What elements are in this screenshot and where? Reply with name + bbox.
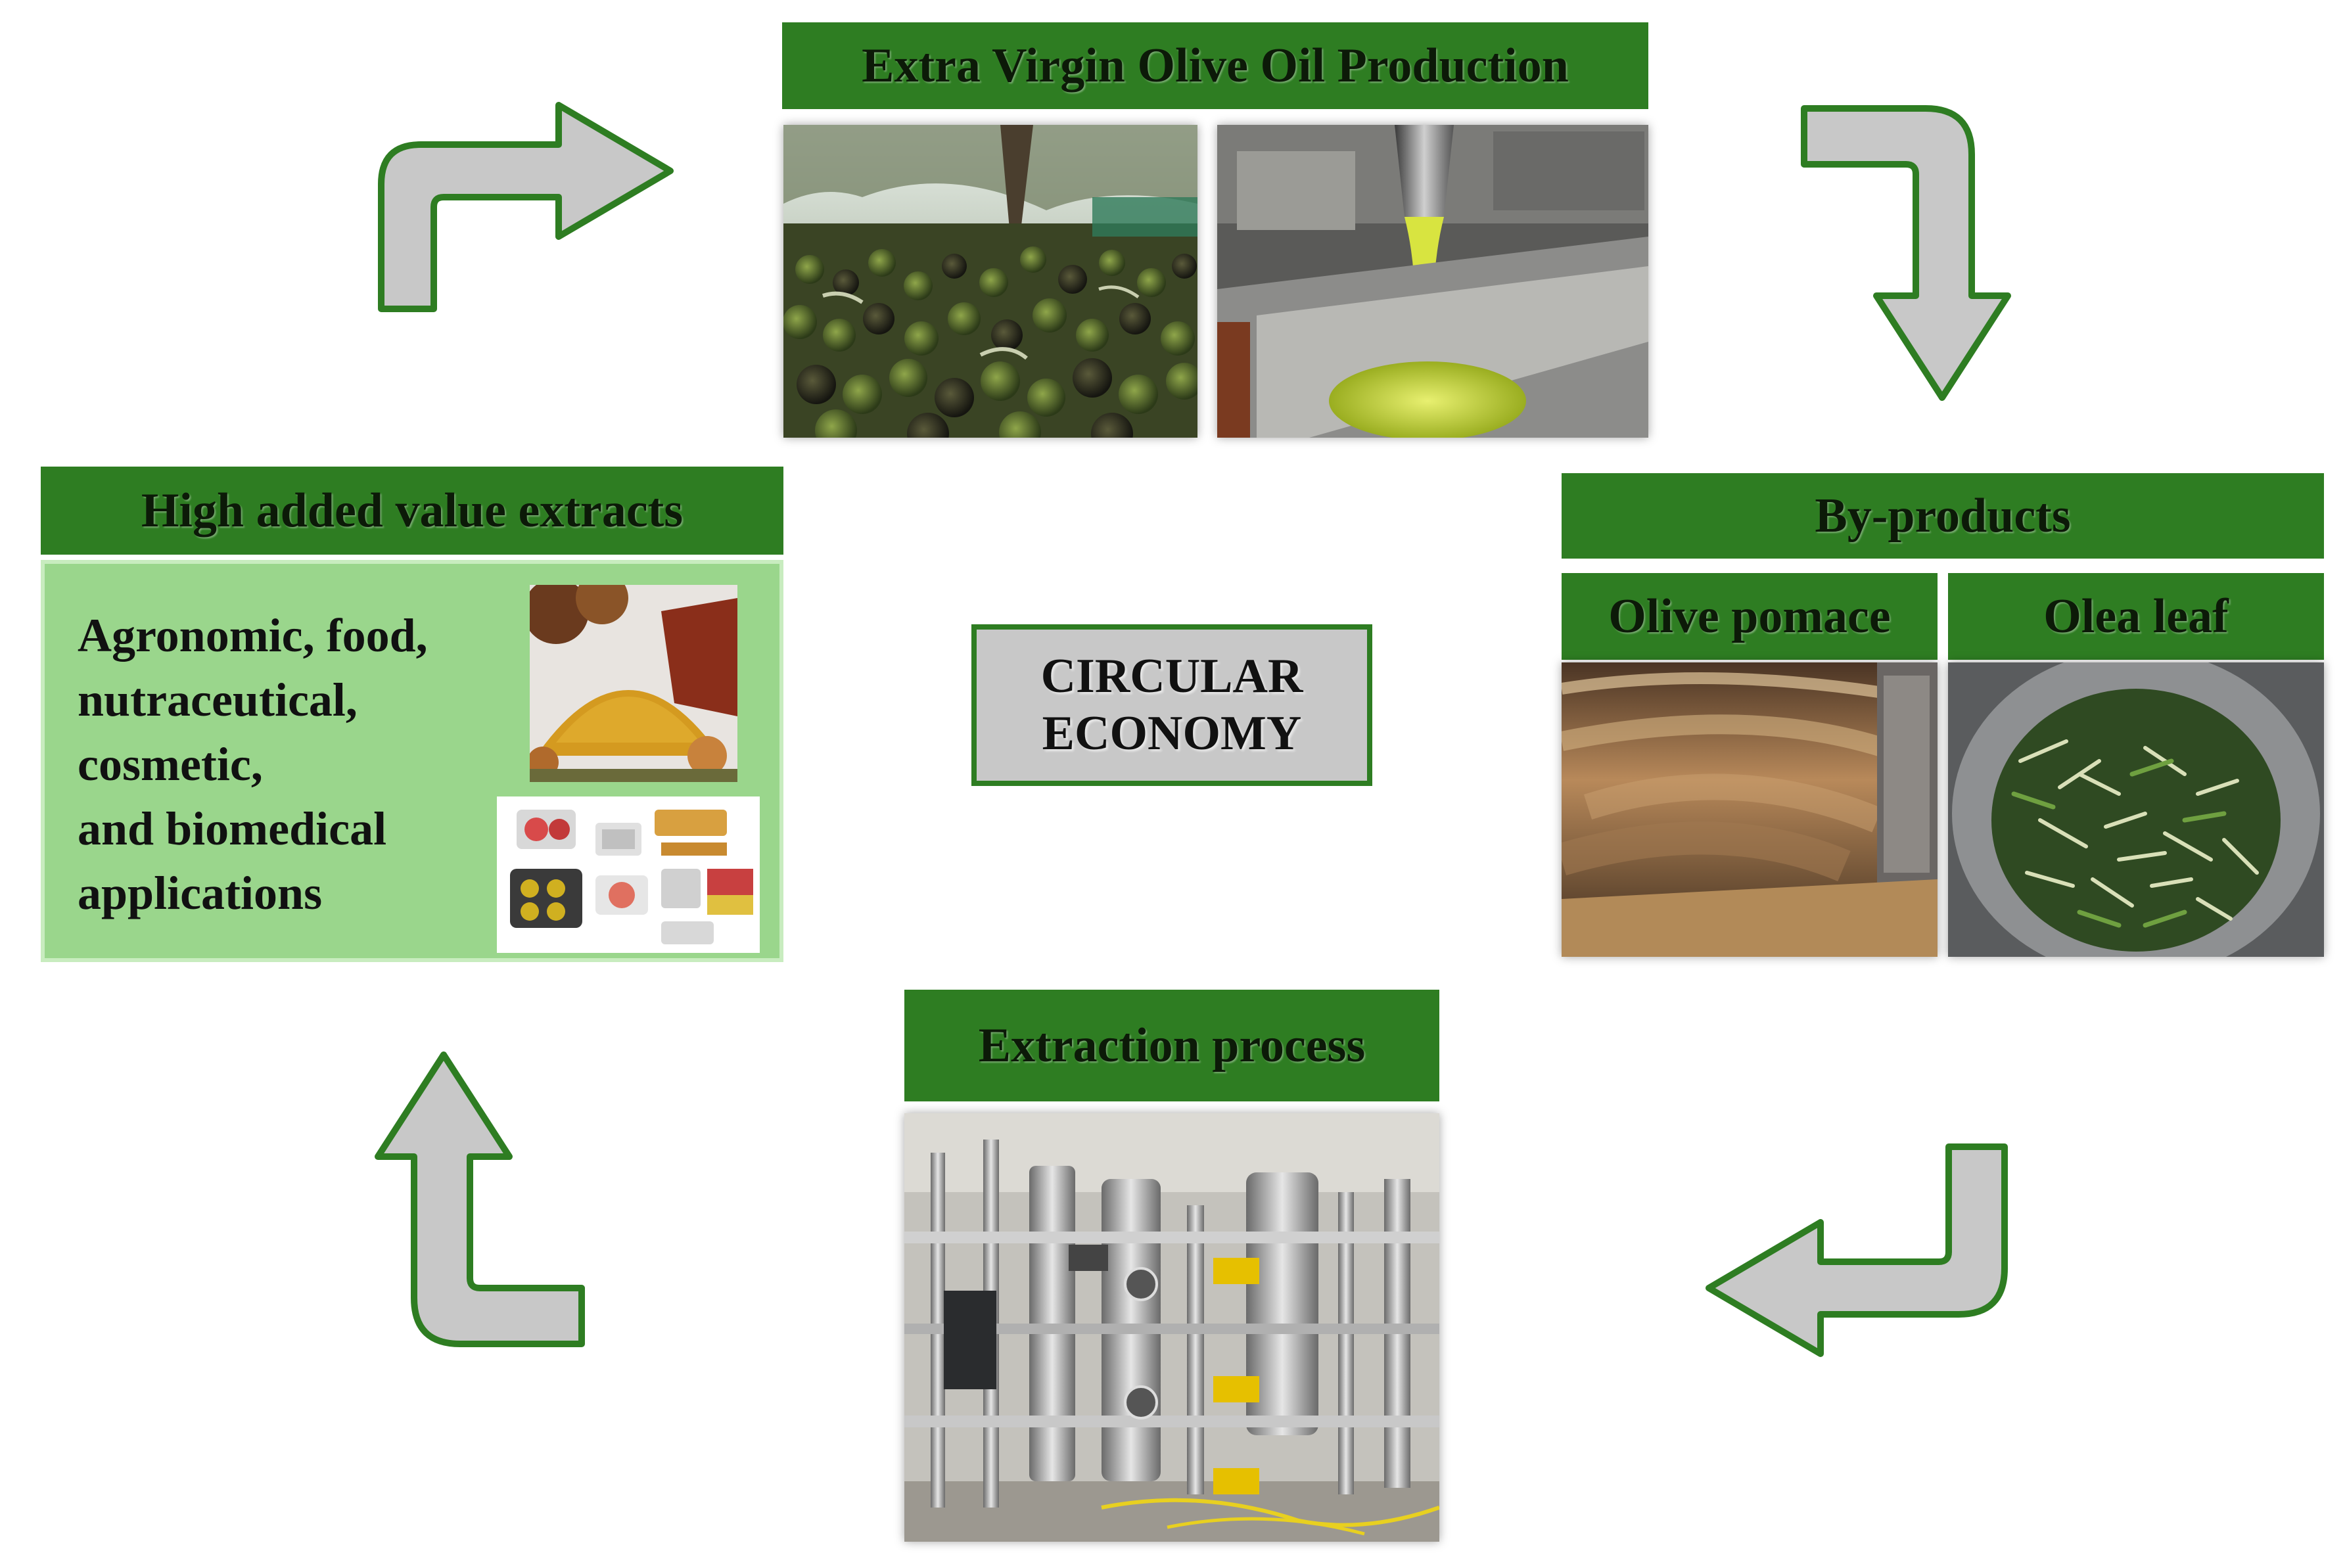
extracts-applications-text: Agronomic, food, nutraceutical, cosmetic… xyxy=(78,603,428,925)
olive-pomace-photo xyxy=(1562,662,1938,957)
olea-leaf-photo xyxy=(1948,662,2324,957)
header-olea-leaf-label: Olea leaf xyxy=(2043,589,2229,643)
extracts-line: Agronomic, food, xyxy=(78,609,428,662)
olive-harvest-photo xyxy=(783,125,1197,438)
header-extraction-process: Extraction process xyxy=(904,990,1439,1101)
circular-economy-box: CIRCULAR ECONOMY xyxy=(971,624,1372,786)
header-extraction-process-label: Extraction process xyxy=(978,1018,1366,1072)
arrow-right-down-icon xyxy=(1801,105,2011,401)
extracts-line: nutraceutical, xyxy=(78,674,358,726)
olive-oil-pouring-photo xyxy=(1217,125,1648,438)
header-olive-oil-production-label: Extra Virgin Olive Oil Production xyxy=(862,38,1569,93)
header-byproducts: By-products xyxy=(1562,473,2324,559)
circular-economy-line1: CIRCULAR xyxy=(1040,649,1303,703)
arrow-left-up-icon xyxy=(375,1051,585,1347)
extracts-line: cosmetic, xyxy=(78,738,263,791)
extraction-plant-photo xyxy=(904,1113,1439,1542)
extracts-line: applications xyxy=(78,867,323,919)
header-high-added-value-extracts: High added value extracts xyxy=(41,467,783,555)
header-olive-pomace: Olive pomace xyxy=(1562,573,1938,660)
circular-economy-line2: ECONOMY xyxy=(1042,706,1302,760)
spices-photo xyxy=(530,585,737,782)
food-products-photo xyxy=(497,796,760,953)
header-olive-pomace-label: Olive pomace xyxy=(1608,589,1891,643)
arrow-up-right-icon xyxy=(378,102,674,312)
header-olea-leaf: Olea leaf xyxy=(1948,573,2324,660)
header-byproducts-label: By-products xyxy=(1815,488,2071,543)
extracts-line: and biomedical xyxy=(78,802,387,855)
header-olive-oil-production: Extra Virgin Olive Oil Production xyxy=(782,22,1648,109)
header-high-added-value-extracts-label: High added value extracts xyxy=(141,483,684,538)
arrow-down-left-icon xyxy=(1706,1143,2008,1357)
